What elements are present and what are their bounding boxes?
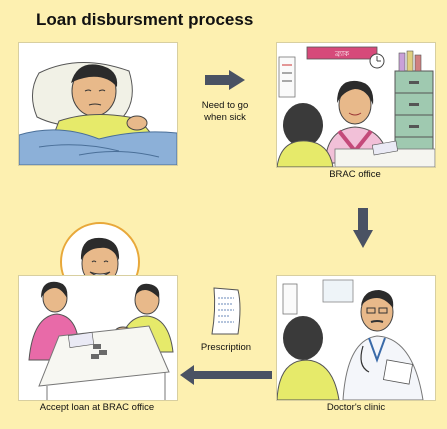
arrow-left-icon [180, 365, 272, 385]
panel-accept-loan [18, 275, 178, 401]
arrow-right-icon [205, 70, 245, 90]
panel-brac-office: ব্র্যাক [276, 42, 436, 168]
office-sign-text: ব্র্যাক [334, 50, 349, 58]
diagram-title: Loan disbursment process [36, 10, 254, 29]
panel-sick-man [18, 42, 178, 166]
caption-prescription: Prescription [200, 342, 252, 353]
caption-brac-office: BRAC office [329, 169, 381, 180]
caption-need-to-go-line1: Need to go [201, 100, 249, 111]
prescription-paper-icon [211, 287, 241, 335]
caption-need-to-go: Need to go when sick [188, 100, 262, 124]
arrow-down-icon [353, 208, 373, 248]
caption-need-to-go-line2: when sick [204, 112, 246, 123]
caption-accept-loan: Accept loan at BRAC office [39, 402, 155, 413]
panel-doctor-clinic [276, 275, 436, 401]
caption-doctor-clinic: Doctor's clinic [326, 402, 386, 413]
